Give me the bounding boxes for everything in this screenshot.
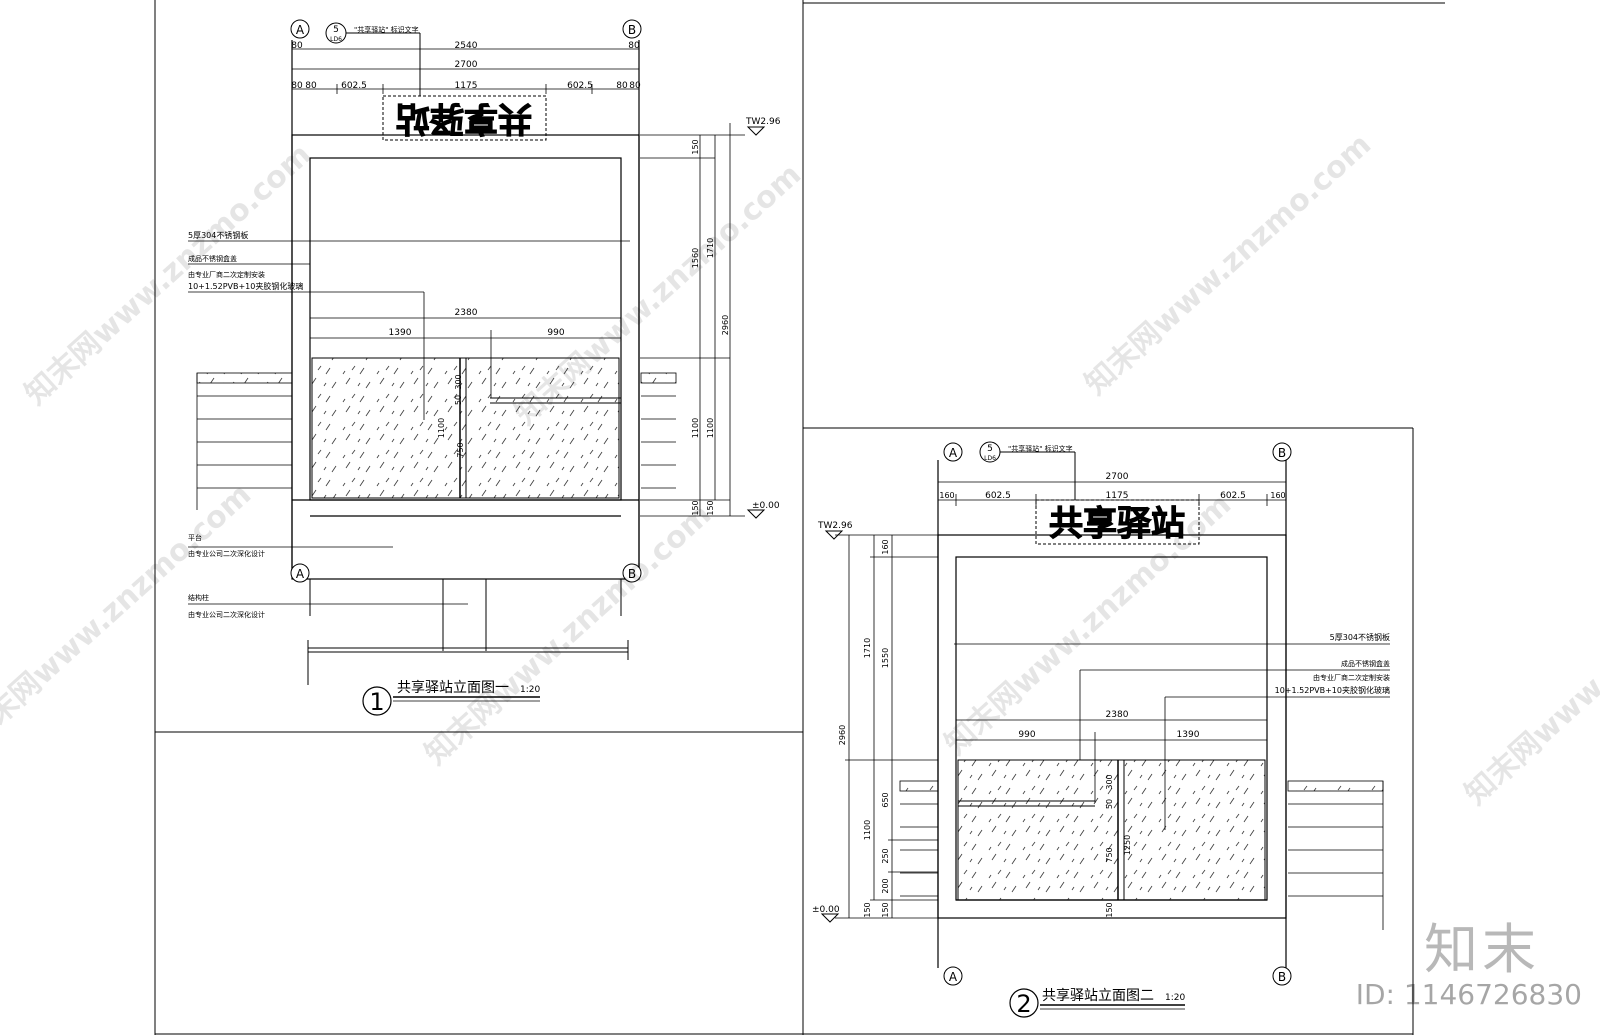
left-dim-80b: 80 (628, 41, 640, 51)
right-sign-text: 共享驿站 (1049, 504, 1185, 544)
right-note-4: 10+1.52PVB+10夹胶钢化玻璃 (1275, 685, 1390, 695)
right-vdim-1710: 1710 (863, 638, 872, 658)
brand-logo: 知末 (1424, 918, 1540, 981)
left-vdim-1560: 1560 (691, 248, 700, 268)
left-vdim-150a: 150 (691, 139, 700, 154)
left-vdim-1100b: 1100 (706, 418, 715, 438)
right-dim-1175: 1175 (1106, 491, 1129, 501)
right-dim-2380: 2380 (1106, 710, 1129, 720)
right-dim-160a: 160 (939, 491, 954, 500)
right-vdim-150a: 150 (863, 902, 872, 917)
left-dim-6025a: 602.5 (341, 81, 367, 91)
left-callout-note: "共享驿站" 标识文字 (354, 25, 419, 34)
left-glass-50: 50 (454, 395, 463, 405)
left-dim-2540: 2540 (455, 41, 478, 51)
right-grid-a-top: A (949, 446, 958, 460)
left-sign-text: 共享驿站 (396, 98, 532, 138)
left-dim-2380: 2380 (455, 308, 478, 318)
right-callout-sheet: LD6 (984, 455, 996, 462)
right-glass-750: 750 (1105, 847, 1114, 862)
right-note-1: 5厚304不锈钢板 (1330, 632, 1390, 642)
left-note-1: 5厚304不锈钢板 (188, 230, 248, 240)
right-vdim-650: 650 (881, 792, 890, 807)
right-dim-6025b: 602.5 (1220, 491, 1246, 501)
image-id: ID: 1146726830 (1355, 978, 1582, 1011)
right-grid-a-bot: A (949, 970, 958, 984)
left-vdim-1100a: 1100 (691, 418, 700, 438)
left-dim-1390: 1390 (389, 328, 412, 338)
right-vdim-1550: 1550 (881, 648, 890, 668)
left-grid-b-top: B (628, 23, 636, 37)
left-elevation: 共享驿站 A B A B 5 LD6 "共享驿站" 标识文字 80 2540 8… (188, 19, 781, 716)
left-dim-2700: 2700 (455, 60, 478, 70)
left-note-6: 由专业公司二次深化设计 (188, 549, 265, 558)
right-dim-990: 990 (1018, 730, 1035, 740)
left-level-zero: ±0.00 (752, 501, 780, 511)
right-callout-number: 5 (987, 444, 993, 454)
right-vdim-160: 160 (881, 539, 890, 554)
right-dim-6025a: 602.5 (985, 491, 1011, 501)
left-dim-1175: 1175 (455, 81, 478, 91)
left-dim-80f: 80 (629, 81, 641, 91)
glass-panel-right (957, 759, 1266, 901)
right-note-3: 由专业厂商二次定制安装 (1313, 673, 1390, 682)
right-grid-b-bot: B (1278, 970, 1286, 984)
right-level-top: TW2.96 (817, 521, 853, 531)
right-glass-50: 50 (1105, 799, 1114, 809)
right-dim-2700: 2700 (1106, 472, 1129, 482)
right-vdim-1100: 1100 (863, 820, 872, 840)
right-level-zero: ±0.00 (812, 905, 840, 915)
right-dim-160b: 160 (1270, 491, 1285, 500)
left-glass-1100: 1100 (437, 418, 446, 438)
left-title: 共享驿站立面图一 (397, 679, 509, 696)
left-vdim-1710: 1710 (706, 238, 715, 258)
left-glass-750: 750 (456, 442, 465, 457)
right-callout-note: "共享驿站" 标识文字 (1008, 444, 1073, 453)
left-note-4: 10+1.52PVB+10夹胶钢化玻璃 (188, 281, 303, 291)
left-grid-a-top: A (296, 23, 305, 37)
left-title-number: 1 (369, 688, 384, 716)
right-vdim-250: 250 (881, 848, 890, 863)
left-dim-80d: 80 (305, 81, 317, 91)
left-dim-80a: 80 (291, 41, 303, 51)
left-note-3: 由专业厂商二次定制安装 (188, 270, 265, 279)
right-note-2: 成品不锈钢盒盖 (1341, 659, 1390, 668)
left-dim-6025b: 602.5 (567, 81, 593, 91)
left-grid-a-bot: A (296, 567, 305, 581)
left-note-7: 结构柱 (188, 593, 209, 602)
left-callout-number: 5 (333, 25, 339, 35)
sheet-frame (154, 0, 1445, 1035)
left-grid-b-bot: B (628, 567, 636, 581)
left-callout-sheet: LD6 (330, 36, 342, 43)
right-title: 共享驿站立面图二 (1042, 987, 1154, 1004)
right-vdim-150b: 150 (881, 902, 890, 917)
left-vdim-150b: 150 (691, 500, 700, 515)
left-note-8: 由专业公司二次深化设计 (188, 610, 265, 619)
right-vdim-2960: 2960 (838, 725, 847, 745)
right-title-scale: 1:20 (1165, 993, 1185, 1003)
right-elevation: 共享驿站 A B A B 5 LD6 "共享驿站" 标识文字 2700 160 … (812, 441, 1390, 1018)
right-dim-1390: 1390 (1177, 730, 1200, 740)
left-dim-990: 990 (547, 328, 564, 338)
left-note-2: 成品不锈钢盒盖 (188, 254, 237, 263)
left-title-scale: 1:20 (520, 685, 540, 695)
right-glass-300: 300 (1105, 774, 1114, 789)
right-vdim-200: 200 (881, 878, 890, 893)
left-dim-80e: 80 (616, 81, 628, 91)
left-vdim-2960: 2960 (721, 315, 730, 335)
right-grid-b-top: B (1278, 446, 1286, 460)
right-title-number: 2 (1016, 990, 1031, 1018)
right-glass-150: 150 (1105, 902, 1114, 917)
left-dim-80c: 80 (291, 81, 303, 91)
left-vdim-150c: 150 (706, 500, 715, 515)
left-glass-300: 300 (454, 374, 463, 389)
left-note-5: 平台 (188, 533, 202, 542)
right-glass-1250: 1250 (1123, 835, 1132, 855)
left-level-top: TW2.96 (745, 117, 781, 127)
